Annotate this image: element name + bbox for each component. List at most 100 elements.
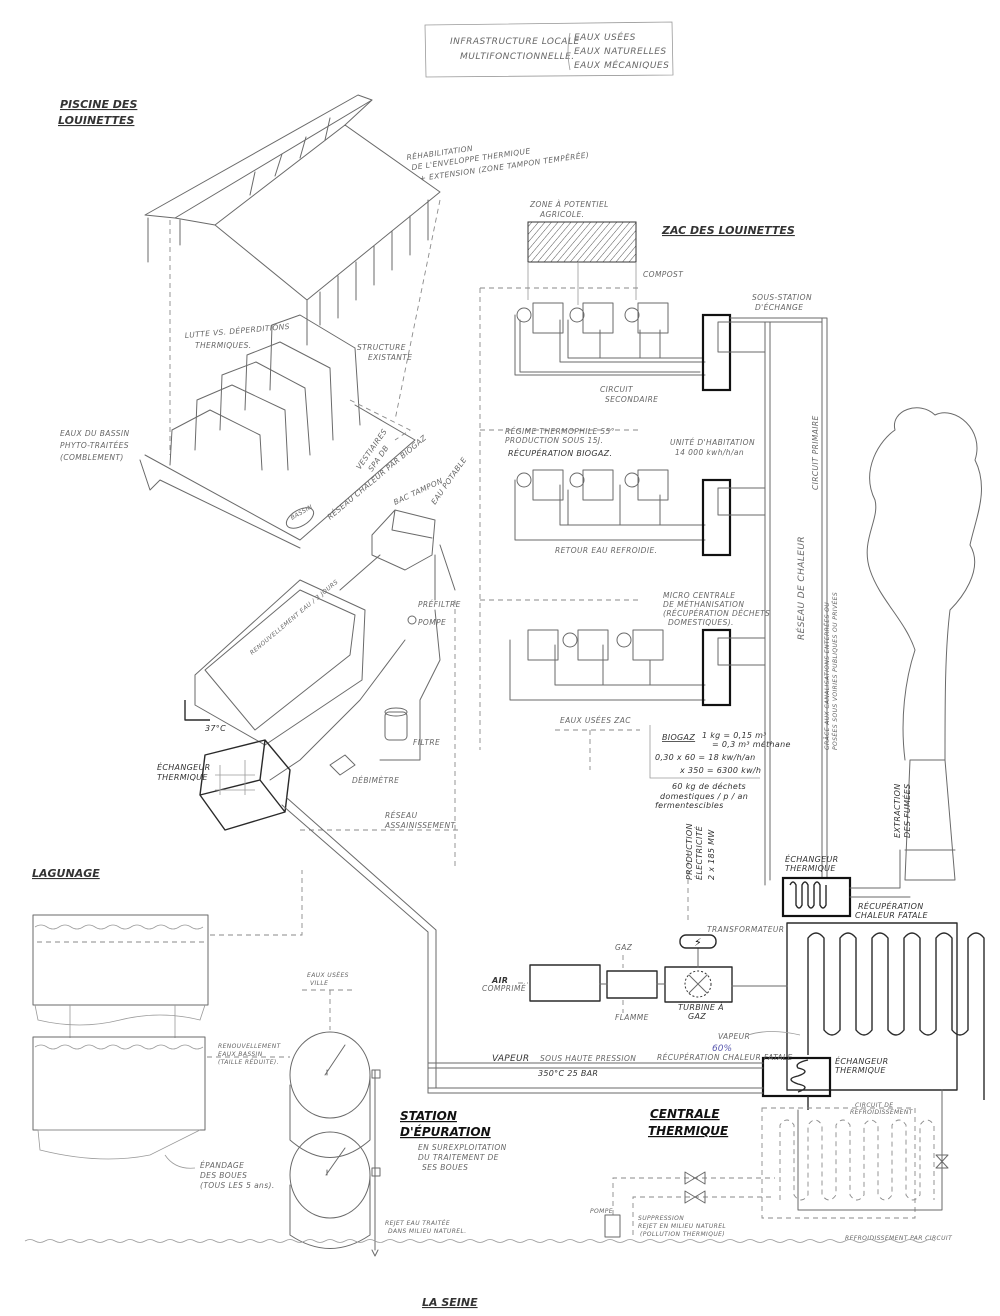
air-label-2: COMPRIMÉ	[482, 984, 526, 993]
pool-circuit	[184, 509, 460, 870]
title-line-2: MULTIFONCTIONNELLE.	[460, 52, 575, 62]
title-box: INFRASTRUCTURE LOCALE MULTIFONCTIONNELLE…	[424, 21, 674, 78]
filtre-label: FILTRE	[413, 738, 440, 747]
zac-title: ZAC DES LOUINETTES	[661, 224, 795, 237]
surexploitation-3: SES BOUES	[422, 1163, 468, 1172]
echangeur-centrale-1: ÉCHANGEUR	[835, 1055, 888, 1066]
gaz-label: GAZ	[615, 943, 633, 952]
echangeur-piscine-2: THERMIQUE	[157, 773, 208, 782]
zone-agricole-1: ZONE À POTENTIEL	[529, 200, 609, 209]
eaux-usees-zac: EAUX USÉES ZAC	[560, 716, 631, 725]
lagunage-title: LAGUNAGE	[32, 867, 100, 880]
canalisations-label-1: GRÂCE AUX CANALISATIONS ENTERRÉES OU	[823, 602, 831, 750]
temp-pression-label: 350°C 25 BAR	[538, 1069, 598, 1078]
centrale-title-1: CENTRALE	[650, 1107, 720, 1121]
suppression-1: SUPPRESSION	[638, 1215, 684, 1222]
turbine-label-2: GAZ	[688, 1012, 706, 1021]
echangeur-reseau-1: ÉCHANGEUR	[785, 853, 838, 864]
rejet-1: REJET EAU TRAITÉE	[385, 1219, 450, 1227]
heat-network: CIRCUIT PRIMAIRE RÉSEAU DE CHALEUR GRÂCE…	[685, 317, 982, 920]
assainissement-label-2: ASSAINISSEMENT	[384, 821, 457, 830]
housing-row-1	[514, 302, 766, 392]
water-type-2: EAUX NATURELLES	[574, 47, 667, 57]
echangeur-piscine-1: ÉCHANGEUR	[157, 761, 210, 772]
pompe-centrale-label: POMPE	[590, 1208, 613, 1215]
suppression-3: (POLLUTION THERMIQUE)	[640, 1231, 725, 1238]
lightning-icon: ⚡	[694, 936, 702, 949]
calc-line-7: fermentescibles	[655, 801, 724, 810]
chimney-with-smoke	[866, 407, 982, 881]
lutte-label-1: LUTTE VS. DÉPERDITIONS	[184, 322, 290, 340]
eaux-ville-2: VILLE	[310, 980, 328, 987]
canalisations-label-2: POSÉES SOUS VOIRIES PUBLIQUES OU PRIVÉES	[831, 592, 839, 750]
steam-pipe	[281, 797, 437, 1094]
production-2: ÉLECTRICITÉ	[693, 825, 704, 880]
calc-biogaz: BIOGAZ	[662, 733, 695, 742]
biogaz-calculation: BIOGAZ 1 kg = 0,15 m³ = 0,3 m³ méthane 0…	[649, 725, 791, 810]
micro-centrale-2: DE MÉTHANISATION	[663, 600, 744, 609]
haute-pression-label: SOUS HAUTE PRESSION	[540, 1054, 636, 1063]
renouvellement-2: EAUX BASSIN	[218, 1051, 263, 1058]
regime-1: RÉGIME THERMOPHILE 55°	[505, 427, 615, 436]
debimetre-label: DÉBIMÈTRE	[352, 776, 399, 785]
flamme-label: FLAMME	[615, 1013, 649, 1022]
station-title-1: STATION	[400, 1109, 457, 1123]
vapeur-small-label: VAPEUR	[718, 1032, 750, 1041]
eaux-bassin-3: (COMBLEMENT)	[60, 453, 124, 462]
piscine-title-1: PISCINE DES	[60, 98, 137, 111]
circuit-secondaire-1: CIRCUIT	[600, 385, 634, 394]
renouvellement-1: RENOUVELLEMENT	[218, 1043, 282, 1050]
circuit-refroid-1: CIRCUIT DE	[855, 1102, 893, 1109]
transformateur-label: TRANSFORMATEUR	[707, 925, 784, 934]
water-type-3: EAUX MÉCANIQUES	[574, 59, 669, 71]
production-1: PRODUCTION	[685, 823, 694, 880]
station-section: EAUX USÉES VILLE STATION D'ÉPURATION EN …	[289, 971, 507, 1257]
renouvellement-label: RENOUVELLEMENT EAU / 3 JOURS	[249, 579, 340, 657]
eaux-bassin-1: EAUX DU BASSIN	[60, 429, 129, 438]
calc-line-2: = 0,3 m³ méthane	[712, 739, 791, 749]
rejet-2: DANS MILIEU NATUREL.	[388, 1228, 467, 1235]
structure-frames	[139, 314, 416, 549]
regime-2: PRODUCTION SOUS 15J.	[505, 436, 603, 445]
station-title-2: D'ÉPURATION	[400, 1124, 491, 1139]
circuit-secondaire-2: SECONDAIRE	[605, 395, 658, 404]
reseau-chaleur-label: RÉSEAU DE CHALEUR	[795, 536, 807, 640]
micro-centrale-4: DOMESTIQUES).	[668, 618, 734, 627]
micro-centrale-3: (RÉCUPÉRATION DÉCHETS	[663, 609, 770, 618]
vapeur-label: VAPEUR	[492, 1054, 529, 1064]
prefiltre-label: PRÉFILTRE	[418, 600, 461, 609]
piscine-title-2: LOUINETTES	[58, 114, 134, 127]
piscine-section: PISCINE DES LOUINETTES RÉHABILITATION DE…	[58, 94, 590, 870]
echangeur-reseau-2: THERMIQUE	[785, 864, 836, 873]
structure-label-1: STRUCTURE	[357, 343, 406, 352]
sous-station-1: SOUS-STATION	[752, 293, 812, 302]
lagunage-section: LAGUNAGE RENOUVELLEMENT EAUX BASSIN (TAI…	[32, 867, 303, 1190]
lutte-label-2: THERMIQUES.	[195, 341, 252, 350]
epandage-2: DES BOUES	[200, 1171, 247, 1180]
water-type-1: EAUX USÉES	[574, 31, 636, 43]
unite-habitation-1: UNITÉ D'HABITATION	[670, 438, 755, 447]
recuperation-biogaz: RÉCUPÉRATION BIOGAZ.	[508, 447, 612, 458]
temperature-label: 37°C	[205, 724, 226, 733]
epandage-3: (TOUS LES 5 ans).	[200, 1181, 275, 1190]
seine-waterline	[24, 1239, 936, 1243]
compost-label: COMPOST	[643, 270, 684, 279]
extraction-1: EXTRACTION	[893, 783, 902, 838]
assainissement-label-1: RÉSEAU	[385, 811, 418, 820]
recup-reseau-2: CHALEUR FATALE	[855, 911, 929, 920]
production-3: 2 x 185 MW	[707, 829, 716, 880]
micro-centrale-1: MICRO CENTRALE	[663, 591, 735, 600]
recup-fatale-label: RÉCUPÉRATION CHALEUR FATALE	[657, 1053, 793, 1062]
zac-section: ZAC DES LOUINETTES ZONE À POTENTIEL AGRI…	[479, 200, 812, 810]
eaux-bassin-2: PHYTO-TRAITÉES	[60, 441, 129, 450]
structure-label-2: EXISTANTE	[368, 353, 412, 362]
zone-agricole-2: AGRICOLE.	[539, 210, 584, 219]
roof-drawing	[144, 94, 441, 455]
circuit-primaire-label: CIRCUIT PRIMAIRE	[811, 415, 820, 490]
centrale-section: ⚡ TRANSFORMATEUR GAZ FLAMME AIR COMPRIMÉ…	[427, 922, 985, 1242]
calc-line-5: 60 kg de déchets	[672, 781, 746, 791]
extraction-2: DES FUMÉES	[901, 784, 912, 838]
surexploitation-1: EN SUREXPLOITATION	[418, 1143, 507, 1152]
recup-reseau-1: RÉCUPÉRATION	[858, 900, 924, 911]
pompe-label: POMPE	[418, 618, 446, 627]
